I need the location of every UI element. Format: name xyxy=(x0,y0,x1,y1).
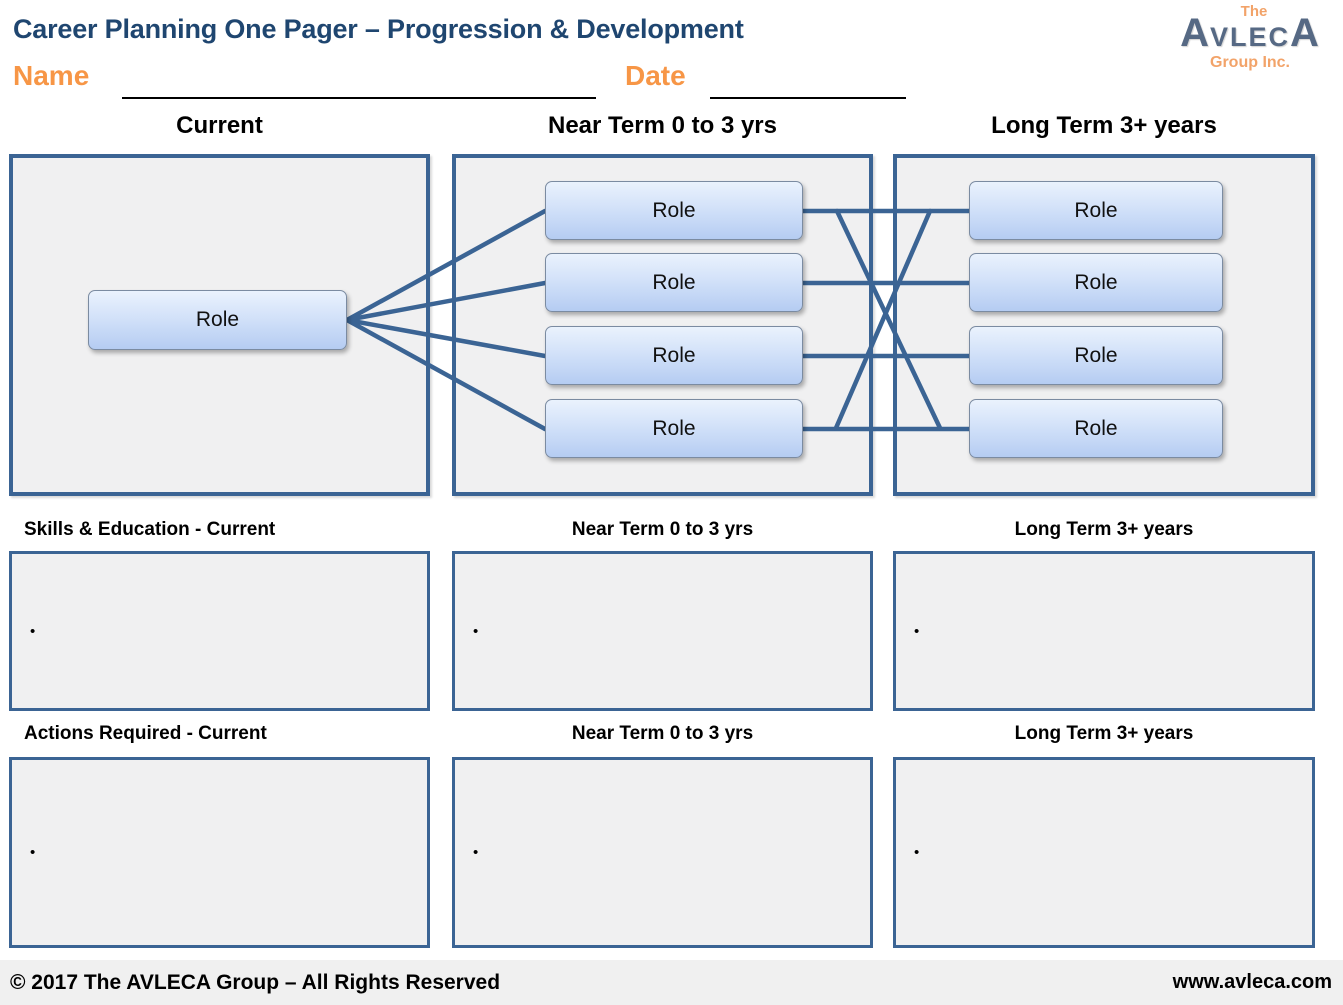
role-box-near-term-4[interactable]: Role xyxy=(545,399,803,458)
skills-long-term-box[interactable]: • xyxy=(893,551,1315,711)
name-label: Name xyxy=(13,60,90,91)
skills-heading-near-term: Near Term 0 to 3 yrs xyxy=(571,519,754,540)
column-header-long-term: Long Term 3+ years xyxy=(991,112,1217,139)
role-box-long-term-4[interactable]: Role xyxy=(969,399,1223,458)
actions-heading-current: Actions Required - Current xyxy=(24,723,267,744)
column-header-current: Current xyxy=(176,112,263,139)
logo-last-letter: A xyxy=(1290,11,1320,55)
role-box-current[interactable]: Role xyxy=(88,290,347,350)
bullet-point: • xyxy=(473,622,479,640)
role-box-near-term-3[interactable]: Role xyxy=(545,326,803,385)
bullet-point: • xyxy=(30,844,36,861)
role-box-near-term-2[interactable]: Role xyxy=(545,253,803,312)
role-box-long-term-2[interactable]: Role xyxy=(969,253,1223,312)
actions-long-term-box[interactable]: • xyxy=(893,757,1315,948)
footer: © 2017 The AVLECA Group – All Rights Res… xyxy=(0,960,1343,1005)
actions-near-term-box[interactable]: • xyxy=(452,757,873,948)
logo-the: The xyxy=(1240,3,1268,20)
date-label: Date xyxy=(625,60,686,91)
skills-current-box[interactable]: • xyxy=(9,551,430,711)
skills-heading-long-term: Long Term 3+ years xyxy=(1014,519,1194,540)
column-header-near-term: Near Term 0 to 3 yrs xyxy=(548,112,777,139)
logo-first-letter: A xyxy=(1180,11,1210,55)
name-field[interactable] xyxy=(122,97,596,99)
bullet-point: • xyxy=(473,844,479,861)
bullet-point: • xyxy=(914,844,920,861)
skills-near-term-box[interactable]: • xyxy=(452,551,873,711)
logo-group-inc: Group Inc. xyxy=(1210,54,1290,71)
copyright-text: © 2017 The AVLECA Group – All Rights Res… xyxy=(10,970,501,994)
role-box-near-term-1[interactable]: Role xyxy=(545,181,803,240)
logo-middle-letters: VLEC xyxy=(1209,22,1290,52)
actions-current-box[interactable]: • xyxy=(9,757,430,948)
role-box-long-term-1[interactable]: Role xyxy=(969,181,1223,240)
skills-heading-current: Skills & Education - Current xyxy=(24,519,276,540)
date-field[interactable] xyxy=(710,97,906,99)
website-link[interactable]: www.avleca.com xyxy=(1172,971,1332,993)
page-title: Career Planning One Pager – Progression … xyxy=(13,14,744,44)
role-box-long-term-3[interactable]: Role xyxy=(969,326,1223,385)
actions-heading-near-term: Near Term 0 to 3 yrs xyxy=(571,723,754,744)
bullet-point: • xyxy=(914,622,920,640)
actions-heading-long-term: Long Term 3+ years xyxy=(1014,723,1194,744)
bullet-point: • xyxy=(30,622,36,640)
